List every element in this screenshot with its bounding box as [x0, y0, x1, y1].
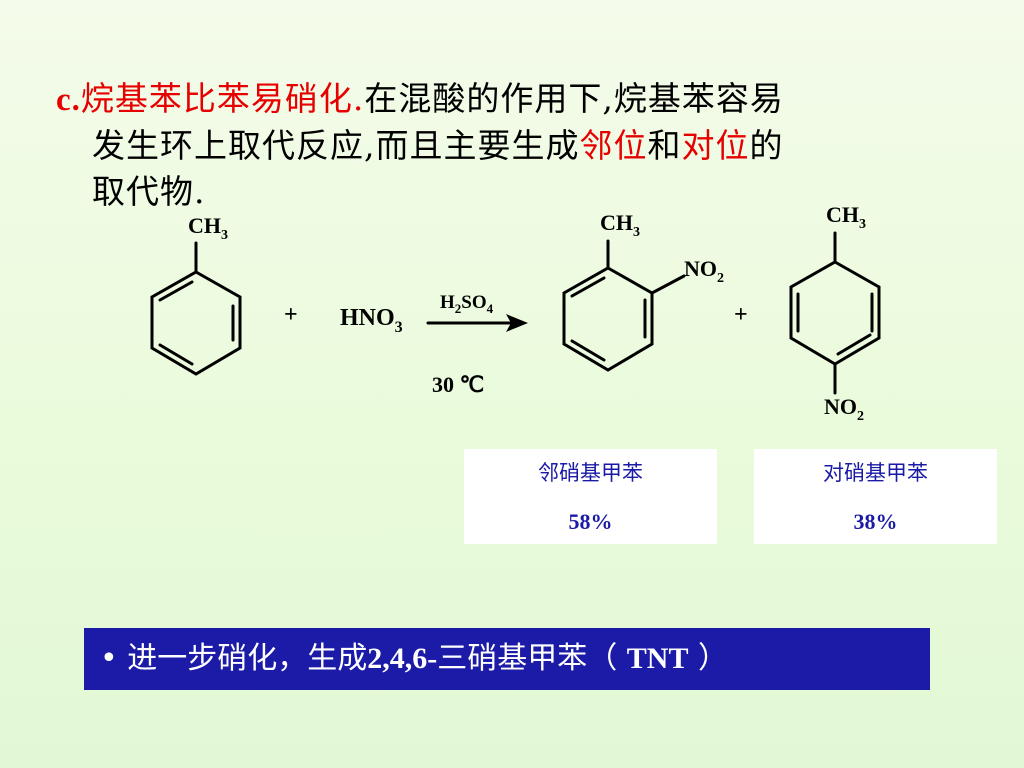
intro-text-1: 在混酸的作用下,烷基苯容易 — [364, 79, 784, 118]
ortho-nitro-label: NO2 — [684, 256, 724, 286]
ortho-product-box: 邻硝基甲苯 58% — [464, 449, 717, 544]
toluene-ring — [150, 241, 242, 376]
p-nitrotoluene-ring — [789, 231, 881, 395]
tnt-text-c: ） — [698, 641, 729, 676]
conjunction-text: 和 — [647, 126, 682, 165]
intro-line-1: c.烷基苯比苯易硝化.在混酸的作用下,烷基苯容易 — [56, 76, 956, 123]
tnt-text-a: 进一步硝化，生成 — [127, 641, 368, 676]
toluene-methyl-label: CH3 — [188, 213, 228, 243]
ortho-product-yield: 58% — [568, 509, 613, 534]
ortho-highlight: 邻位 — [579, 126, 648, 165]
tnt-text-b: 三硝基甲苯（ — [437, 641, 618, 676]
temperature-label: 30 ℃ — [432, 372, 484, 397]
intro-line-2: 发生环上取代反应,而且主要生成邻位和对位的 — [56, 123, 956, 169]
intro-text-2: 发生环上取代反应,而且主要生成 — [92, 126, 580, 165]
ortho-product-name: 邻硝基甲苯 — [538, 461, 643, 485]
para-highlight: 对位 — [681, 126, 750, 165]
bullet-icon: • — [100, 641, 118, 676]
plus-sign-2: + — [734, 302, 748, 328]
tnt-note: • 进一步硝化，生成2,4,6-三硝基甲苯（ TNT ） — [84, 628, 930, 690]
para-nitro-label: NO2 — [824, 394, 864, 424]
section-title: 烷基苯比苯易硝化. — [80, 79, 365, 118]
nitric-acid-label: HNO3 — [340, 305, 403, 336]
ortho-methyl-label: CH3 — [600, 210, 640, 240]
catalyst-label: H2SO4 — [440, 292, 494, 316]
section-label: c. — [56, 82, 81, 118]
para-product-name: 对硝基甲苯 — [823, 461, 928, 485]
tnt-abbrev: TNT — [626, 642, 689, 675]
plus-sign-1: + — [284, 302, 298, 328]
para-product-yield: 38% — [853, 509, 898, 534]
intro-line-3: 取代物. — [92, 172, 206, 211]
particle-text: 的 — [749, 126, 784, 165]
o-nitrotoluene-ring — [562, 239, 686, 372]
arrow-head — [506, 314, 528, 332]
intro-paragraph: c.烷基苯比苯易硝化.在混酸的作用下,烷基苯容易 发生环上取代反应,而且主要生成… — [56, 76, 956, 215]
tnt-positions: 2,4,6- — [367, 642, 438, 675]
para-product-box: 对硝基甲苯 38% — [754, 449, 997, 544]
para-methyl-label: CH3 — [826, 202, 866, 232]
